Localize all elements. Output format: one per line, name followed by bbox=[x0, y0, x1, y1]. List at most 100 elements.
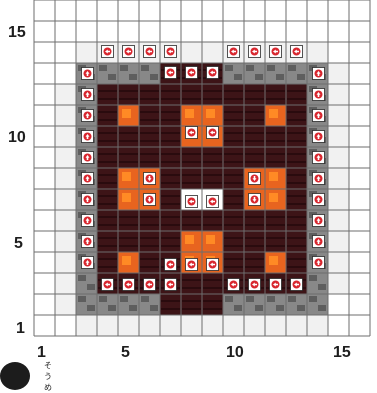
nether-brick-tile bbox=[286, 126, 307, 147]
y-axis-label-15: 15 bbox=[8, 24, 26, 41]
nether-brick-mortar bbox=[224, 132, 243, 134]
outer-ring-tile bbox=[307, 315, 328, 336]
grid-line-horizontal bbox=[34, 315, 370, 316]
direction-marker bbox=[207, 259, 219, 271]
nether-brick-mortar bbox=[119, 90, 138, 92]
nether-brick-tile bbox=[97, 231, 118, 252]
nether-brick-mortar bbox=[98, 98, 117, 100]
stone-tile-brick bbox=[276, 305, 284, 311]
nether-brick-mortar bbox=[287, 216, 306, 218]
nether-brick-mortar bbox=[119, 161, 138, 163]
direction-marker bbox=[82, 215, 94, 227]
nether-brick-mortar bbox=[182, 216, 201, 218]
nether-brick-tile bbox=[223, 105, 244, 126]
nether-brick-mortar bbox=[266, 224, 285, 226]
nether-brick-tile bbox=[286, 168, 307, 189]
nether-brick-mortar bbox=[182, 98, 201, 100]
grid-line-horizontal bbox=[34, 273, 370, 274]
nether-brick-tile bbox=[223, 189, 244, 210]
direction-marker bbox=[186, 127, 198, 139]
stone-tile-brick bbox=[297, 305, 305, 311]
outer-ring-tile bbox=[307, 42, 328, 63]
nether-brick-mortar bbox=[203, 287, 222, 289]
nether-brick-tile bbox=[286, 252, 307, 273]
nether-brick-mortar bbox=[182, 90, 201, 92]
nether-brick-mortar bbox=[119, 153, 138, 155]
nether-brick-mortar bbox=[98, 195, 117, 197]
direction-marker bbox=[207, 67, 219, 79]
direction-marker bbox=[165, 279, 177, 291]
direction-marker bbox=[144, 173, 156, 185]
stone-tile-brick bbox=[108, 74, 116, 80]
nether-brick-mortar bbox=[98, 203, 117, 205]
nether-brick-tile bbox=[160, 210, 181, 231]
nether-brick-mortar bbox=[161, 90, 180, 92]
lava-glow bbox=[269, 109, 278, 118]
direction-marker bbox=[313, 131, 325, 143]
nether-brick-tile bbox=[160, 231, 181, 252]
lava-glow bbox=[206, 109, 215, 118]
outer-ring-tile bbox=[328, 189, 349, 210]
stone-tile-brick bbox=[150, 74, 158, 80]
nether-brick-mortar bbox=[266, 98, 285, 100]
nether-brick-mortar bbox=[224, 140, 243, 142]
nether-brick-tile bbox=[223, 210, 244, 231]
direction-marker bbox=[82, 68, 94, 80]
nether-brick-tile bbox=[286, 147, 307, 168]
nether-brick-mortar bbox=[266, 90, 285, 92]
nether-brick-mortar bbox=[161, 308, 180, 310]
direction-marker bbox=[186, 196, 198, 208]
outer-ring-tile bbox=[202, 315, 223, 336]
nether-brick-mortar bbox=[224, 258, 243, 260]
nether-brick-mortar bbox=[287, 203, 306, 205]
nether-brick-mortar bbox=[182, 153, 201, 155]
lava-glow bbox=[185, 109, 194, 118]
nether-brick-tile bbox=[181, 273, 202, 294]
nether-brick-mortar bbox=[266, 245, 285, 247]
stone-tile-brick bbox=[99, 296, 107, 302]
direction-marker bbox=[313, 215, 325, 227]
nether-brick-mortar bbox=[161, 195, 180, 197]
nether-brick-tile bbox=[202, 147, 223, 168]
stone-tile-brick bbox=[108, 305, 116, 311]
nether-brick-mortar bbox=[287, 258, 306, 260]
outer-ring-tile bbox=[139, 315, 160, 336]
nether-brick-mortar bbox=[140, 119, 159, 121]
nether-brick-tile bbox=[286, 189, 307, 210]
direction-marker bbox=[82, 257, 94, 269]
nether-brick-tile bbox=[160, 294, 181, 315]
x-axis-label-15: 15 bbox=[333, 344, 351, 361]
nether-brick-tile bbox=[223, 231, 244, 252]
nether-brick-tile bbox=[286, 84, 307, 105]
nether-brick-mortar bbox=[287, 182, 306, 184]
grid-line-horizontal bbox=[34, 147, 370, 148]
outer-ring-tile bbox=[328, 168, 349, 189]
direction-marker bbox=[291, 46, 303, 58]
nether-brick-mortar bbox=[203, 308, 222, 310]
direction-marker bbox=[102, 46, 114, 58]
lava-glow bbox=[269, 256, 278, 265]
direction-marker bbox=[165, 46, 177, 58]
grid-line-horizontal bbox=[34, 210, 370, 211]
nether-brick-tile bbox=[118, 147, 139, 168]
nether-brick-mortar bbox=[287, 161, 306, 163]
nether-brick-mortar bbox=[287, 266, 306, 268]
nether-brick-mortar bbox=[266, 216, 285, 218]
nether-brick-mortar bbox=[98, 216, 117, 218]
nether-brick-mortar bbox=[161, 119, 180, 121]
nether-brick-tile bbox=[265, 147, 286, 168]
stone-tile-brick bbox=[234, 305, 242, 311]
outer-ring-tile bbox=[118, 315, 139, 336]
nether-brick-tile bbox=[97, 84, 118, 105]
direction-marker bbox=[313, 110, 325, 122]
stone-tile-brick bbox=[150, 305, 158, 311]
direction-marker bbox=[313, 173, 325, 185]
stone-tile-brick bbox=[267, 296, 275, 302]
grid-line-horizontal bbox=[34, 63, 370, 64]
outer-ring-tile bbox=[55, 252, 76, 273]
nether-brick-mortar bbox=[245, 224, 264, 226]
stone-tile-brick bbox=[288, 65, 296, 71]
nether-brick-mortar bbox=[98, 174, 117, 176]
direction-marker bbox=[144, 194, 156, 206]
nether-brick-mortar bbox=[287, 98, 306, 100]
